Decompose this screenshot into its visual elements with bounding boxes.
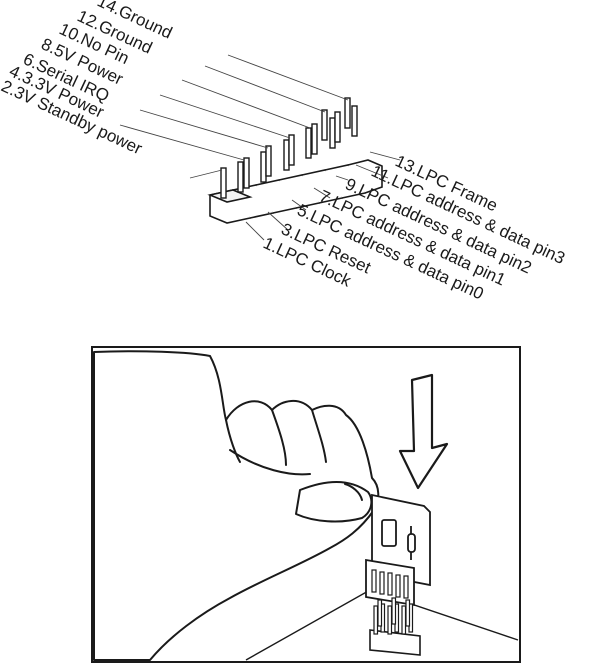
- install-illustration: [91, 346, 521, 663]
- hand-illustration: [93, 350, 380, 661]
- left-leader-lines: [119, 54, 349, 179]
- pin-header: [207, 97, 383, 224]
- arrow-down-icon: [398, 373, 449, 490]
- tpm-module: [365, 493, 431, 607]
- right-leader-lines: [245, 151, 401, 241]
- board-pin-header: [369, 597, 421, 656]
- left-labels: 14.Ground 12.Ground 10.No Pin 8.5V Power…: [0, 0, 175, 158]
